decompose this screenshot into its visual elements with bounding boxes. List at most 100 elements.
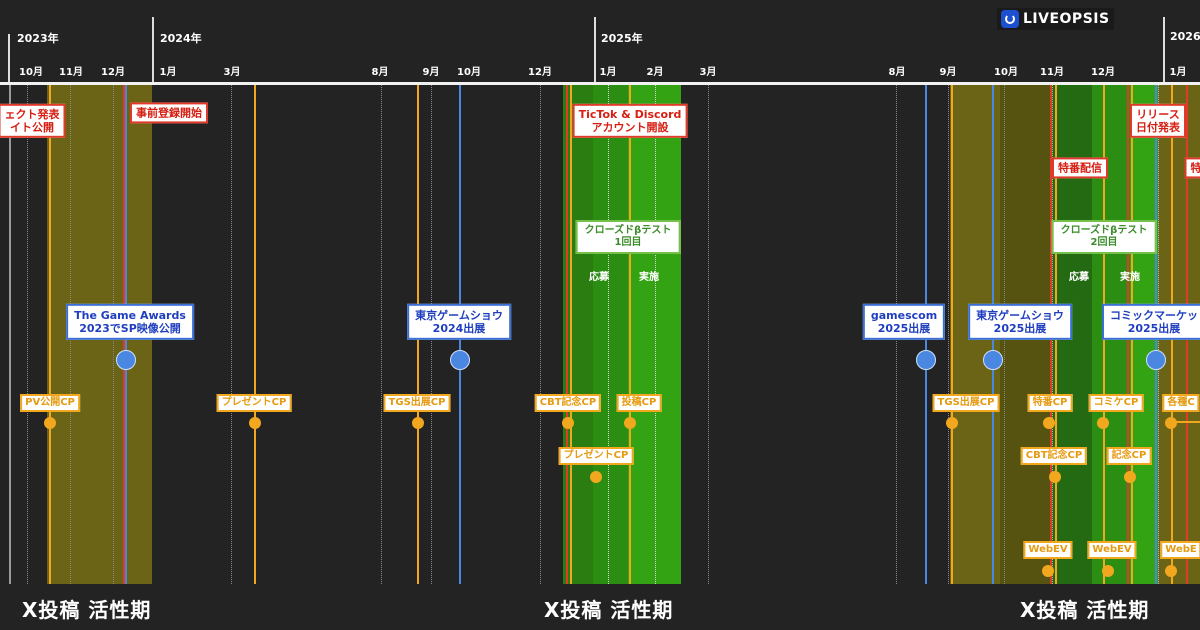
month-label: 1月 — [1169, 67, 1187, 78]
month-label: 3月 — [223, 67, 241, 78]
campaign-marker-orange — [1043, 417, 1055, 429]
active-period-label: X投稿 活性期 — [22, 598, 152, 622]
month-guide-line — [27, 84, 28, 584]
campaign-marker-orange — [1102, 565, 1114, 577]
campaign-label-orange: 特番CP — [1027, 394, 1073, 412]
month-label: 10月 — [19, 67, 43, 78]
campaign-marker-orange — [562, 417, 574, 429]
cbt-run-label: 実施 — [1120, 272, 1140, 283]
month-guide-line — [608, 84, 609, 584]
cbt-label: クローズドβテスト 2回目 — [1051, 220, 1157, 254]
cbt-label: クローズドβテスト 1回目 — [575, 220, 681, 254]
campaign-label-orange: プレゼントCP — [216, 394, 292, 412]
month-label: 8月 — [888, 67, 906, 78]
event-marker-blue — [116, 350, 136, 370]
campaign-label-orange: CBT記念CP — [534, 394, 602, 412]
month-label: 9月 — [422, 67, 440, 78]
liveopsis-logo-icon — [1001, 10, 1019, 28]
event-line-orange — [570, 84, 572, 584]
month-label: 11月 — [59, 67, 83, 78]
year-label: 2026 — [1170, 30, 1200, 43]
event-label-blue: The Game Awards 2023でSP映像公開 — [66, 303, 194, 341]
campaign-marker-orange — [1097, 417, 1109, 429]
month-guide-line — [708, 84, 709, 584]
campaign-label-orange: WebE — [1160, 541, 1200, 559]
campaign-marker-orange — [624, 417, 636, 429]
campaign-label-orange: プレゼントCP — [558, 447, 634, 465]
event-line-orange — [951, 84, 953, 584]
campaign-marker-orange — [412, 417, 424, 429]
event-label-blue: コミックマーケッ 2025出展 — [1102, 303, 1200, 341]
month-label: 12月 — [1091, 67, 1115, 78]
campaign-marker-orange — [1042, 565, 1054, 577]
month-label: 11月 — [1040, 67, 1064, 78]
campaign-label-orange: 記念CP — [1106, 447, 1152, 465]
cbt-apply-label: 応募 — [1069, 272, 1089, 283]
month-label: 12月 — [101, 67, 125, 78]
campaign-marker-orange — [946, 417, 958, 429]
month-label: 3月 — [699, 67, 717, 78]
month-label: 8月 — [371, 67, 389, 78]
event-marker-blue — [916, 350, 936, 370]
month-label: 10月 — [457, 67, 481, 78]
cbt-period-band — [593, 84, 628, 584]
month-label: 10月 — [994, 67, 1018, 78]
month-guide-line — [540, 84, 541, 584]
event-connector-orange — [1171, 421, 1200, 423]
cbt-run-label: 実施 — [639, 272, 659, 283]
year-tick — [594, 17, 596, 84]
campaign-label-orange: TGS出展CP — [932, 394, 1000, 412]
cbt-period-band — [628, 84, 681, 584]
milestone-label-red: 特番配信 — [1052, 157, 1108, 179]
event-marker-blue — [1146, 350, 1166, 370]
active-period-label: X投稿 活性期 — [544, 598, 674, 622]
event-line-red — [566, 84, 568, 584]
month-label: 9月 — [939, 67, 957, 78]
campaign-label-orange: WebEV — [1087, 541, 1137, 559]
campaign-marker-orange — [249, 417, 261, 429]
campaign-label-orange: TGS出展CP — [383, 394, 451, 412]
event-line-orange — [254, 84, 256, 584]
event-line-orange — [629, 84, 631, 584]
campaign-marker-orange — [1165, 417, 1177, 429]
cbt-apply-label: 応募 — [589, 272, 609, 283]
campaign-label-orange: 各種C — [1162, 394, 1200, 412]
year-label: 2024年 — [160, 32, 202, 45]
year-separator-line — [9, 84, 11, 584]
event-label-blue: 東京ゲームショウ 2025出展 — [968, 303, 1072, 341]
logo-text: LIVEOPSIS — [1023, 11, 1110, 27]
event-line-orange — [49, 84, 51, 584]
month-label: 1月 — [159, 67, 177, 78]
campaign-label-orange: WebEV — [1023, 541, 1073, 559]
year-tick — [152, 17, 154, 84]
milestone-label-red: ェクト発表 イト公開 — [0, 103, 66, 139]
campaign-label-orange: PV公開CP — [20, 394, 80, 412]
month-guide-line — [655, 84, 656, 584]
milestone-label-red: 特 — [1184, 157, 1200, 179]
event-label-blue: 東京ゲームショウ 2024出展 — [407, 303, 511, 341]
month-guide-line — [948, 84, 949, 584]
campaign-label-orange: コミケCP — [1088, 394, 1144, 412]
campaign-marker-orange — [1165, 565, 1177, 577]
active-period-label: X投稿 活性期 — [1020, 598, 1150, 622]
event-marker-blue — [983, 350, 1003, 370]
campaign-marker-orange — [590, 471, 602, 483]
month-guide-line — [381, 84, 382, 584]
campaign-marker-orange — [1124, 471, 1136, 483]
year-tick — [8, 34, 10, 84]
year-tick — [1163, 17, 1165, 84]
campaign-marker-orange — [1049, 471, 1061, 483]
event-marker-blue — [450, 350, 470, 370]
milestone-label-red: 事前登録開始 — [130, 102, 208, 124]
year-label: 2023年 — [17, 32, 59, 45]
milestone-label-red: TicTok & Discord アカウント開設 — [572, 103, 688, 139]
month-label: 12月 — [528, 67, 552, 78]
campaign-marker-orange — [44, 417, 56, 429]
milestone-label-red: リリース 日付発表 — [1130, 103, 1186, 139]
event-label-blue: gamescom 2025出展 — [862, 303, 946, 341]
timeline-axis — [0, 82, 1200, 85]
campaign-label-orange: 投稿CP — [616, 394, 662, 412]
month-label: 1月 — [599, 67, 617, 78]
month-guide-line — [231, 84, 232, 584]
